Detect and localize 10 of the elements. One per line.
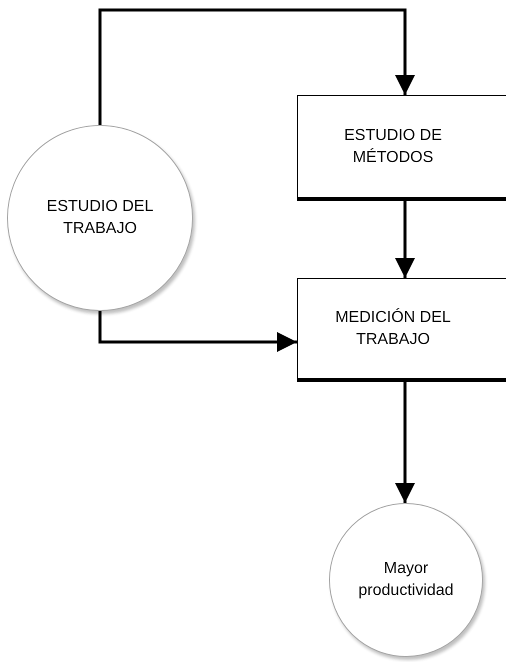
node-label: MEDICIÓN DEL TRABAJO [334, 307, 452, 350]
node-label: ESTUDIO DEL TRABAJO [46, 197, 154, 239]
node-label: Mayor productividad [357, 559, 455, 601]
node-label: ESTUDIO DE MÉTODOS [343, 126, 443, 168]
arrow [395, 382, 415, 503]
arrow [395, 201, 415, 278]
arrow [98, 8, 415, 125]
process-box [297, 278, 506, 382]
arrow [98, 311, 297, 352]
process-box [297, 95, 506, 201]
